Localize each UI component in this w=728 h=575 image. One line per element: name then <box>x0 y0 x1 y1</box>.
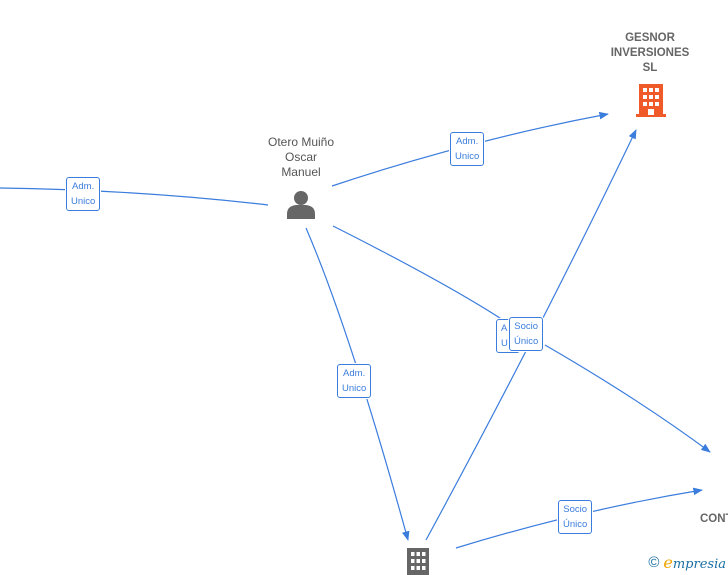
edge-label-line: Unico <box>71 196 96 207</box>
edge-label-line: Adm. <box>343 368 366 379</box>
building-icon[interactable] <box>407 548 429 575</box>
edge-person-to-right <box>332 225 519 331</box>
person-node-label[interactable]: Otero Muiño Oscar Manuel <box>256 135 346 180</box>
edge-label-line: U <box>501 338 508 349</box>
edge-label-bottom-gesnor[interactable]: Socio Único <box>509 317 544 351</box>
gesnor-node-label[interactable]: GESNOR INVERSIONES SL <box>600 31 700 76</box>
person-label-line: Otero Muiño <box>267 135 335 149</box>
person-icon[interactable] <box>287 191 315 219</box>
brand-wordmark: empresia <box>663 553 726 572</box>
empresia-brand[interactable]: © empresia <box>648 553 726 572</box>
gesnor-label-line: GESNOR <box>625 32 675 44</box>
edge-label-line: Adm. <box>456 136 479 147</box>
edge-label-line: Adm. <box>72 181 95 192</box>
gesnor-label-line: INVERSIONES <box>610 47 690 59</box>
edge-label-line: Unico <box>455 151 480 162</box>
edge-label-person-bottom[interactable]: Adm. Unico <box>337 364 372 398</box>
edge-label-line: Unico <box>342 383 367 394</box>
edge-left-to-person <box>0 187 269 206</box>
edge-label-line: Socio <box>514 321 539 332</box>
edge-person-to-bottom <box>305 227 410 541</box>
building-icon[interactable] <box>636 84 666 117</box>
brand-e-glyph: e <box>663 553 673 572</box>
right-company-label-line: CONT <box>700 513 728 525</box>
right-company-node-label[interactable]: CONT <box>700 512 728 527</box>
brand-name-rest: mpresia <box>672 557 726 572</box>
edge-label-person-gesnor[interactable]: Adm. Unico <box>450 132 485 166</box>
copyright-symbol: © <box>648 554 660 571</box>
edge-mid-to-right <box>544 344 711 453</box>
person-label-line: Oscar <box>284 150 317 164</box>
gesnor-label-line: SL <box>642 62 658 74</box>
person-label-line: Manuel <box>281 165 321 179</box>
edge-label-line: A <box>501 323 508 334</box>
edge-label-line: Único <box>563 519 588 530</box>
edge-label-bottom-right[interactable]: Socio Único <box>558 500 593 534</box>
edge-label-left[interactable]: Adm. Unico <box>66 177 101 211</box>
edge-label-line: Único <box>514 336 539 347</box>
edge-label-line: Socio <box>563 504 588 515</box>
